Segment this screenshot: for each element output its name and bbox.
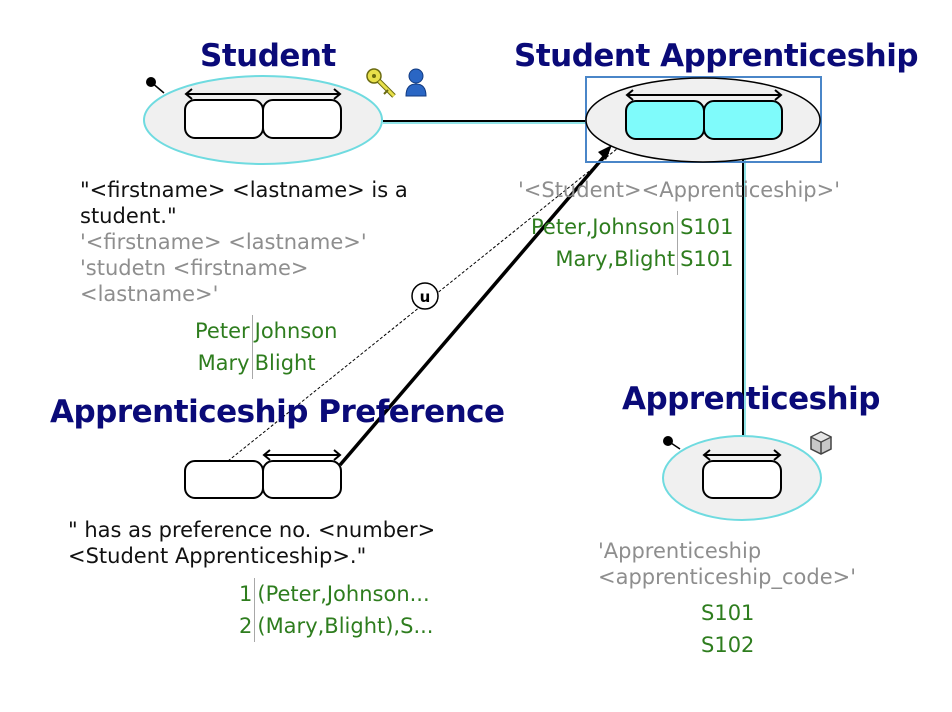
student-reference-modes[interactable]: '<firstname> <lastname>' 'studetn <first… xyxy=(80,230,367,306)
dot-leader xyxy=(667,440,681,450)
population-cell: Peter xyxy=(194,315,253,347)
student-apprenticeship-population-table: Peter,Johnson S101 Mary,Blight S101 xyxy=(530,211,734,275)
population-cell: S102 xyxy=(701,633,755,657)
role-connector-preference-to-student-apprenticeship[interactable] xyxy=(338,150,610,467)
student-apprenticeship-title[interactable]: Student Apprenticeship xyxy=(514,38,919,74)
person-icon xyxy=(405,68,427,97)
population-cell: (Mary,Blight),S... xyxy=(257,614,434,638)
cube-icon xyxy=(809,431,833,455)
subset-constraint-marker[interactable]: u xyxy=(411,282,439,310)
preference-role-box-2[interactable] xyxy=(262,460,342,499)
population-cell: Mary xyxy=(194,347,253,379)
population-row: S101 xyxy=(700,597,755,629)
preference-role-box-1[interactable] xyxy=(184,460,264,499)
student-apprenticeship-reference[interactable]: '<Student><Apprenticeship>' xyxy=(518,178,840,202)
population-row: Mary Blight xyxy=(194,347,338,379)
apprenticeship-population-table: S101 S102 xyxy=(700,597,755,661)
apprenticeship-preference-reading[interactable]: " has as preference no. <number> <Studen… xyxy=(68,518,436,568)
population-cell: Blight xyxy=(254,351,316,375)
student-apprenticeship-role-box-1[interactable] xyxy=(625,100,705,140)
population-cell: 2 xyxy=(238,610,256,642)
student-title[interactable]: Student xyxy=(200,38,336,74)
apprenticeship-preference-title[interactable]: Apprenticeship Preference xyxy=(50,394,505,430)
population-cell: S101 xyxy=(680,215,734,239)
population-cell: S101 xyxy=(680,247,734,271)
apprenticeship-role-box[interactable] xyxy=(702,460,782,499)
population-row: Mary,Blight S101 xyxy=(530,243,734,275)
population-cell: 1 xyxy=(238,578,256,610)
population-cell: Mary,Blight xyxy=(530,243,679,275)
student-role-box-1[interactable] xyxy=(184,99,264,139)
population-row: S102 xyxy=(700,629,755,661)
population-row: Peter Johnson xyxy=(194,315,338,347)
population-row: 1 (Peter,Johnson... xyxy=(238,578,434,610)
student-apprenticeship-uniqueness-bar xyxy=(625,89,783,101)
student-population-table: Peter Johnson Mary Blight xyxy=(194,315,338,379)
student-apprenticeship-role-box-2[interactable] xyxy=(703,100,783,140)
preference-uniqueness-bar xyxy=(262,449,342,461)
apprenticeship-title[interactable]: Apprenticeship xyxy=(622,381,880,417)
student-role-box-2[interactable] xyxy=(262,99,342,139)
apprenticeship-reference[interactable]: 'Apprenticeship <apprenticeship_code>' xyxy=(598,539,856,589)
population-cell: (Peter,Johnson... xyxy=(257,582,430,606)
population-cell: Johnson xyxy=(254,319,338,343)
student-uniqueness-bar xyxy=(184,88,342,100)
connector-arrowhead xyxy=(598,145,612,160)
population-row: Peter,Johnson S101 xyxy=(530,211,734,243)
key-icon xyxy=(366,68,396,98)
dot-leader xyxy=(150,81,165,94)
apprenticeship-uniqueness-bar xyxy=(702,449,782,461)
subset-constraint-label: u xyxy=(420,288,431,306)
apprenticeship-preference-population-table: 1 (Peter,Johnson... 2 (Mary,Blight),S... xyxy=(238,578,434,642)
student-reading[interactable]: "<firstname> <lastname> is a student." xyxy=(80,178,408,228)
population-row: 2 (Mary,Blight),S... xyxy=(238,610,434,642)
population-cell: S101 xyxy=(701,601,755,625)
population-cell: Peter,Johnson xyxy=(530,211,679,243)
